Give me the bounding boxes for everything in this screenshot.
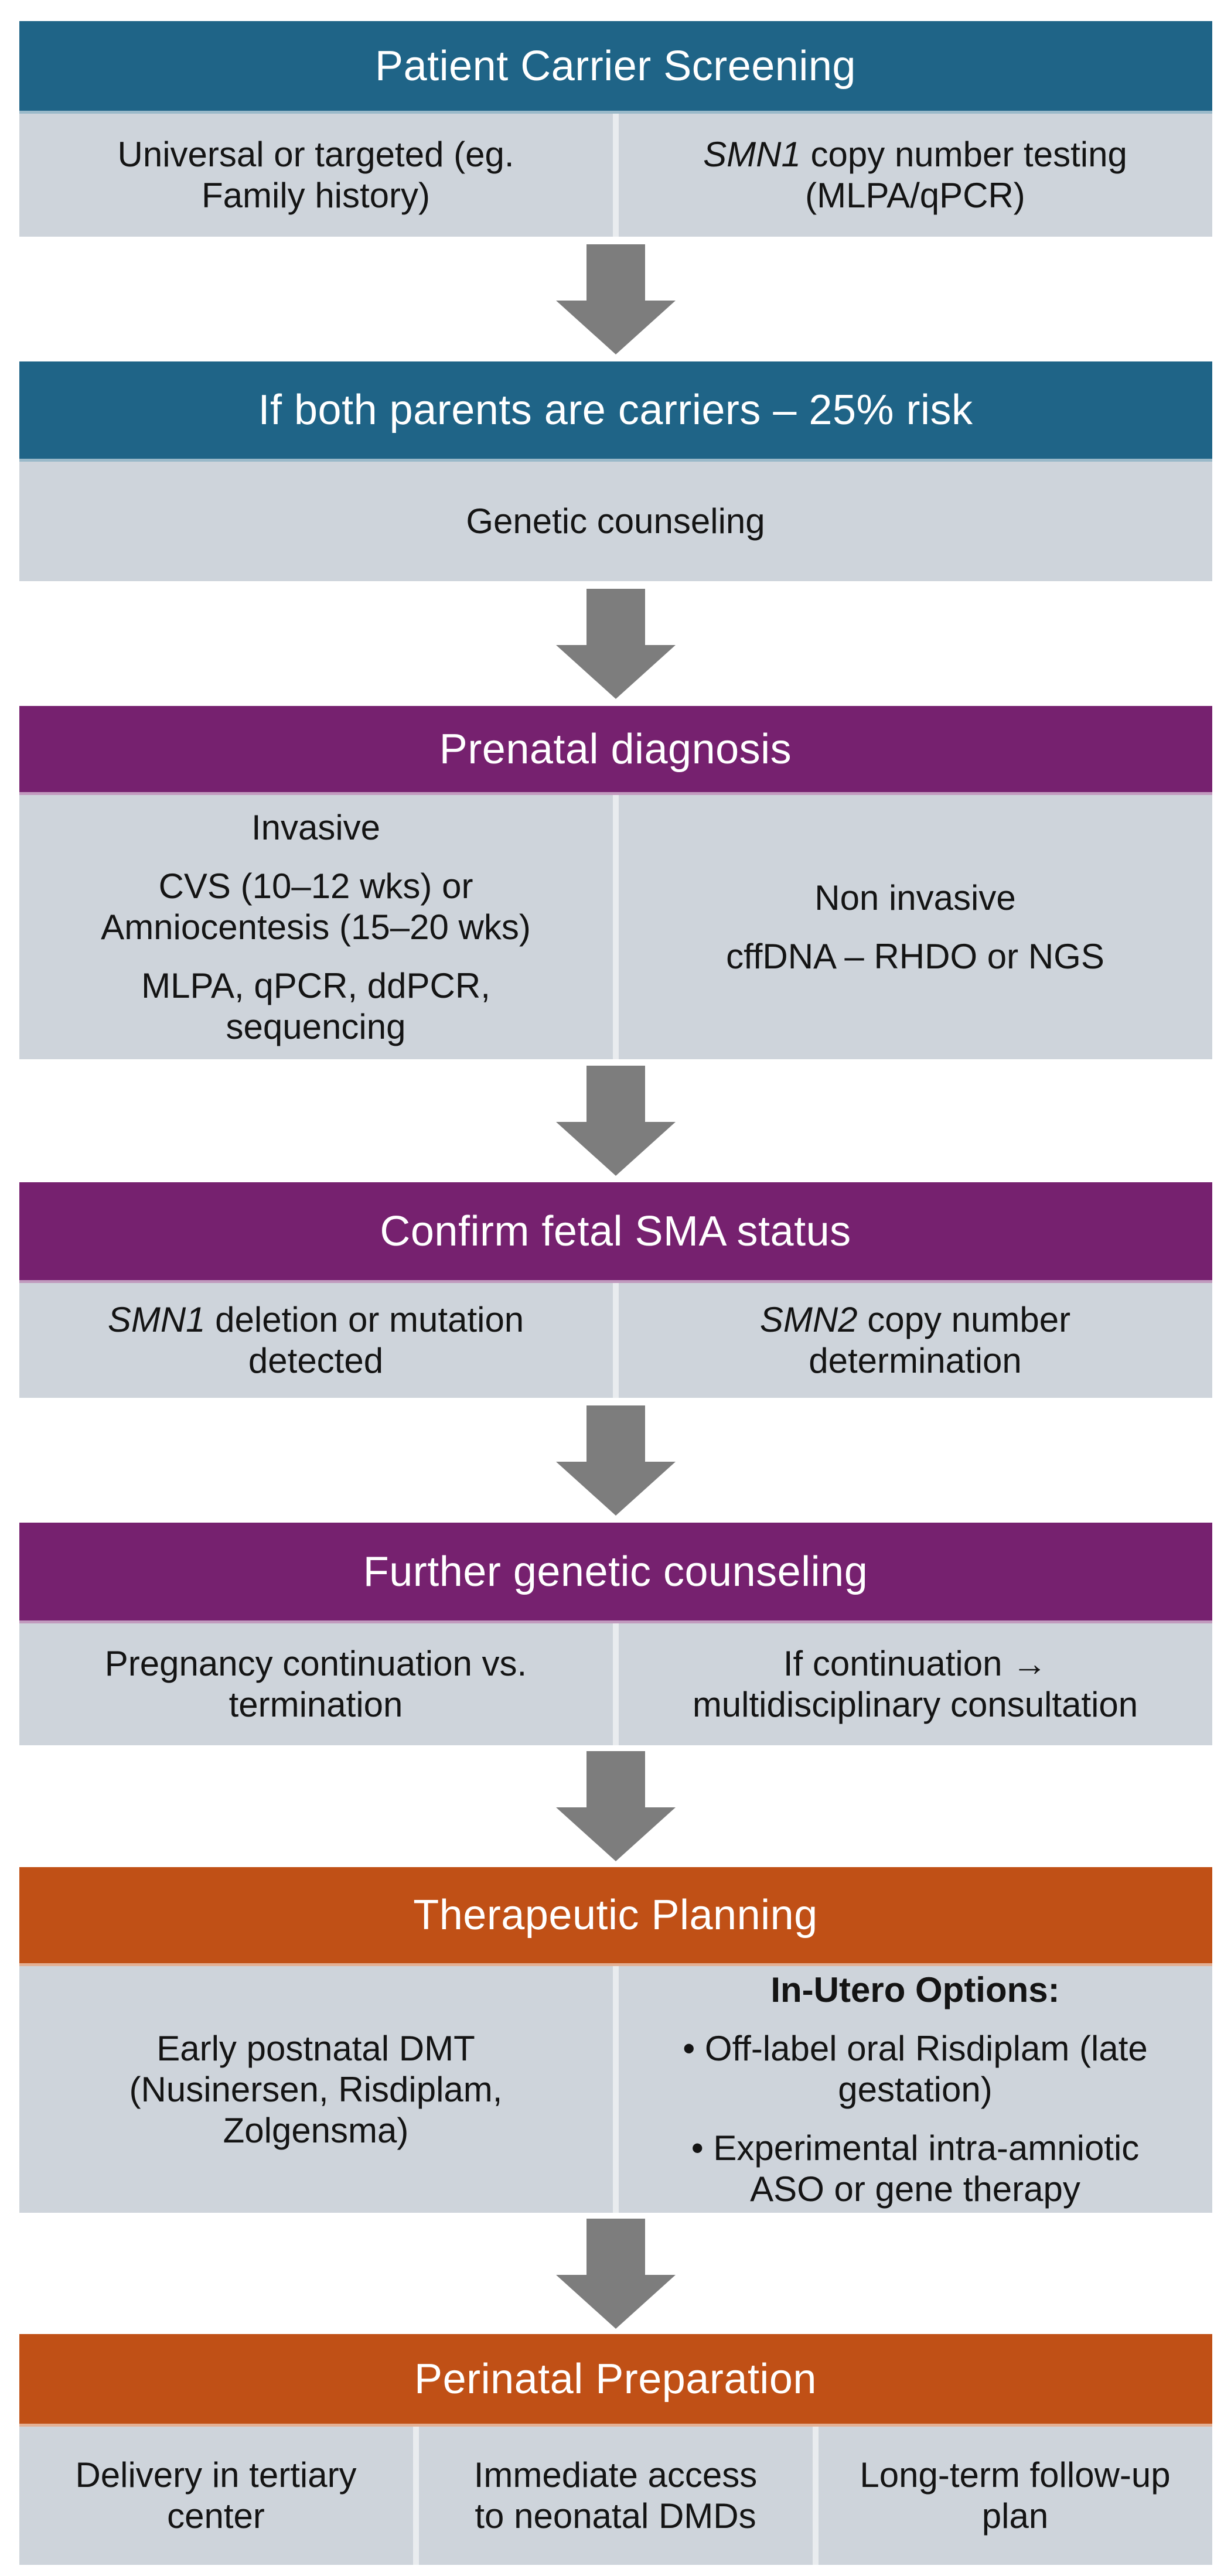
column-divider xyxy=(612,1966,619,2213)
block-header-label: Patient Carrier Screening xyxy=(375,42,856,90)
block-header-prenatal-diagnosis: Prenatal diagnosis xyxy=(19,706,1212,795)
down-arrow-icon xyxy=(555,2218,676,2329)
cell-universal-or-targeted: Universal or targeted (eg. Family histor… xyxy=(19,114,613,237)
column-divider xyxy=(812,2427,819,2565)
block-both-parents-carriers: If both parents are carriers – 25% risk … xyxy=(19,361,1212,581)
arrow-gap xyxy=(0,581,1231,706)
paragraph: If continuation → multidisciplinary cons… xyxy=(692,1644,1138,1724)
block-confirm-fetal-sma-status: Confirm fetal SMA status SMN1 deletion o… xyxy=(19,1182,1212,1398)
arrow-shaft xyxy=(586,1405,645,1462)
cell-delivery-tertiary-center: Delivery in tertiary center xyxy=(19,2427,413,2565)
down-arrow-icon xyxy=(555,244,676,354)
cell-non-invasive: Non invasive cffDNA – RHDO or NGS xyxy=(619,795,1212,1059)
cell-continuation-vs-termination: Pregnancy continuation vs. termination xyxy=(19,1623,613,1745)
arrow-head xyxy=(555,1461,676,1516)
arrow-head xyxy=(555,2274,676,2329)
paragraph: Non invasive xyxy=(814,878,1016,917)
cell-invasive: Invasive CVS (10–12 wks) or Amniocentesi… xyxy=(19,795,613,1059)
arrow-gap xyxy=(0,237,1231,361)
paragraph: CVS (10–12 wks) or Amniocentesis (15–20 … xyxy=(101,866,531,947)
column-divider xyxy=(412,2427,419,2565)
block-header-label: Prenatal diagnosis xyxy=(439,725,792,773)
down-arrow-icon xyxy=(555,588,676,699)
paragraph: SMN1 copy number testing (MLPA/qPCR) xyxy=(703,135,1127,215)
block-header-label: Perinatal Preparation xyxy=(414,2355,817,2403)
block-header-label: Therapeutic Planning xyxy=(413,1892,818,1939)
bullet-paragraph: • Off-label oral Risdiplam (late gestati… xyxy=(683,2028,1148,2109)
block-header-perinatal-preparation: Perinatal Preparation xyxy=(19,2334,1212,2427)
arrow-head xyxy=(555,300,676,354)
arrow-gap xyxy=(0,1059,1231,1182)
column-divider xyxy=(612,1283,619,1398)
cell-smn1-copy-number-testing: SMN1 copy number testing (MLPA/qPCR) xyxy=(619,114,1212,237)
block-body: SMN1 deletion or mutation detected SMN2 … xyxy=(19,1283,1212,1398)
cell-smn2-copy-number: SMN2 copy number determination xyxy=(619,1283,1212,1398)
column-divider xyxy=(612,114,619,237)
down-arrow-icon xyxy=(555,1405,676,1516)
block-body: Universal or targeted (eg. Family histor… xyxy=(19,114,1212,237)
paragraph: Universal or targeted (eg. Family histor… xyxy=(117,135,514,215)
paragraph: MLPA, qPCR, ddPCR, sequencing xyxy=(141,965,490,1046)
down-arrow-icon xyxy=(555,1751,676,1861)
block-header-patient-carrier-screening: Patient Carrier Screening xyxy=(19,21,1212,114)
cell-in-utero-options: In-Utero Options: • Off-label oral Risdi… xyxy=(619,1966,1212,2213)
bullet-paragraph: • Experimental intra-amniotic ASO or gen… xyxy=(691,2128,1140,2209)
arrow-head xyxy=(555,644,676,699)
down-arrow-icon xyxy=(555,1066,676,1176)
arrow-shaft xyxy=(586,244,645,301)
arrow-shaft xyxy=(586,1751,645,1807)
block-body: Pregnancy continuation vs. termination I… xyxy=(19,1623,1212,1745)
arrow-shaft xyxy=(586,2218,645,2275)
arrow-gap xyxy=(0,1398,1231,1523)
paragraph: Long-term follow-up plan xyxy=(860,2455,1171,2536)
arrow-shaft xyxy=(586,588,645,645)
paragraph: Early postnatal DMT (Nusinersen, Risdipl… xyxy=(129,2028,503,2150)
block-header-label: Further genetic counseling xyxy=(363,1548,868,1595)
cell-long-term-follow-up: Long-term follow-up plan xyxy=(819,2427,1212,2565)
paragraph: Delivery in tertiary center xyxy=(75,2455,357,2536)
arrow-head xyxy=(555,1807,676,1861)
block-perinatal-preparation: Perinatal Preparation Delivery in tertia… xyxy=(19,2334,1212,2565)
block-header-label: If both parents are carriers – 25% risk xyxy=(258,387,973,434)
arrow-head xyxy=(555,1122,676,1176)
block-body: Genetic counseling xyxy=(19,462,1212,581)
paragraph: Invasive xyxy=(251,807,381,847)
block-further-genetic-counseling: Further genetic counseling Pregnancy con… xyxy=(19,1523,1212,1745)
paragraph: In-Utero Options: xyxy=(770,1970,1060,2009)
paragraph: Pregnancy continuation vs. termination xyxy=(104,1644,527,1724)
block-body: Delivery in tertiary center Immediate ac… xyxy=(19,2427,1212,2565)
block-header-confirm-fetal-sma-status: Confirm fetal SMA status xyxy=(19,1182,1212,1283)
cell-immediate-access-dmds: Immediate access to neonatal DMDs xyxy=(419,2427,813,2565)
block-body: Invasive CVS (10–12 wks) or Amniocentesi… xyxy=(19,795,1212,1059)
paragraph: Genetic counseling xyxy=(466,501,765,541)
cell-genetic-counseling: Genetic counseling xyxy=(19,462,1212,581)
paragraph: SMN1 deletion or mutation detected xyxy=(107,1300,524,1380)
arrow-gap xyxy=(0,2213,1231,2334)
block-header-therapeutic-planning: Therapeutic Planning xyxy=(19,1867,1212,1966)
block-header-both-parents-carriers: If both parents are carriers – 25% risk xyxy=(19,361,1212,462)
block-therapeutic-planning: Therapeutic Planning Early postnatal DMT… xyxy=(19,1867,1212,2213)
paragraph: Immediate access to neonatal DMDs xyxy=(473,2455,758,2536)
paragraph: cffDNA – RHDO or NGS xyxy=(726,936,1104,976)
cell-smn1-deletion-detected: SMN1 deletion or mutation detected xyxy=(19,1283,613,1398)
column-divider xyxy=(612,1623,619,1745)
arrow-shaft xyxy=(586,1066,645,1122)
block-body: Early postnatal DMT (Nusinersen, Risdipl… xyxy=(19,1966,1212,2213)
block-patient-carrier-screening: Patient Carrier Screening Universal or t… xyxy=(19,21,1212,237)
block-prenatal-diagnosis: Prenatal diagnosis Invasive CVS (10–12 w… xyxy=(19,706,1212,1059)
block-header-further-genetic-counseling: Further genetic counseling xyxy=(19,1523,1212,1623)
cell-early-postnatal-dmt: Early postnatal DMT (Nusinersen, Risdipl… xyxy=(19,1966,613,2213)
paragraph: SMN2 copy number determination xyxy=(759,1300,1071,1380)
arrow-gap xyxy=(0,1745,1231,1867)
block-header-label: Confirm fetal SMA status xyxy=(380,1207,851,1255)
column-divider xyxy=(612,795,619,1059)
cell-multidisciplinary-consultation: If continuation → multidisciplinary cons… xyxy=(619,1623,1212,1745)
